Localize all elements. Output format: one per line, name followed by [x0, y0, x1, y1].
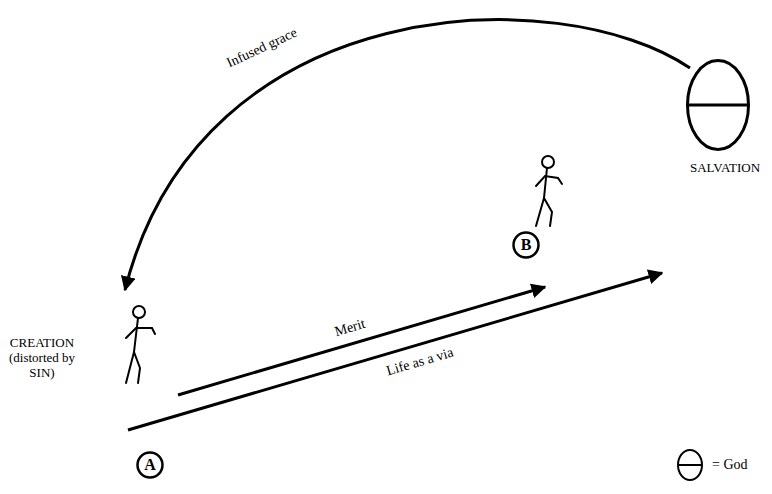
stick-figure [126, 306, 155, 383]
letter-circle: B [512, 231, 540, 259]
callout-letter: B [521, 236, 532, 254]
arrow-label: Infused grace [224, 25, 299, 72]
merit-arrow [178, 287, 545, 395]
god-bar [678, 464, 702, 466]
arrow-label: Life as a via [385, 345, 456, 380]
god-bar [688, 104, 749, 107]
stick-figure [536, 156, 562, 226]
callout-letter: A [144, 456, 156, 474]
via-arrow [128, 273, 662, 430]
grace-arrow [125, 20, 690, 290]
god-symbol [678, 450, 702, 480]
god-symbol [686, 59, 750, 151]
node-heading: SALVATION [690, 161, 760, 176]
letter-circle: A [136, 451, 164, 479]
circle-ring [138, 453, 163, 478]
god-ellipse: SALVATION [686, 59, 750, 151]
legend-entry: = God [676, 448, 748, 482]
legend-symbol [676, 448, 704, 482]
god-outline [688, 61, 749, 150]
figure-label: CREATION (distorted by SIN) [5, 336, 79, 381]
arrow-label: Merit [333, 316, 367, 340]
circle-ring [514, 233, 539, 258]
legend-text: = God [712, 457, 748, 473]
